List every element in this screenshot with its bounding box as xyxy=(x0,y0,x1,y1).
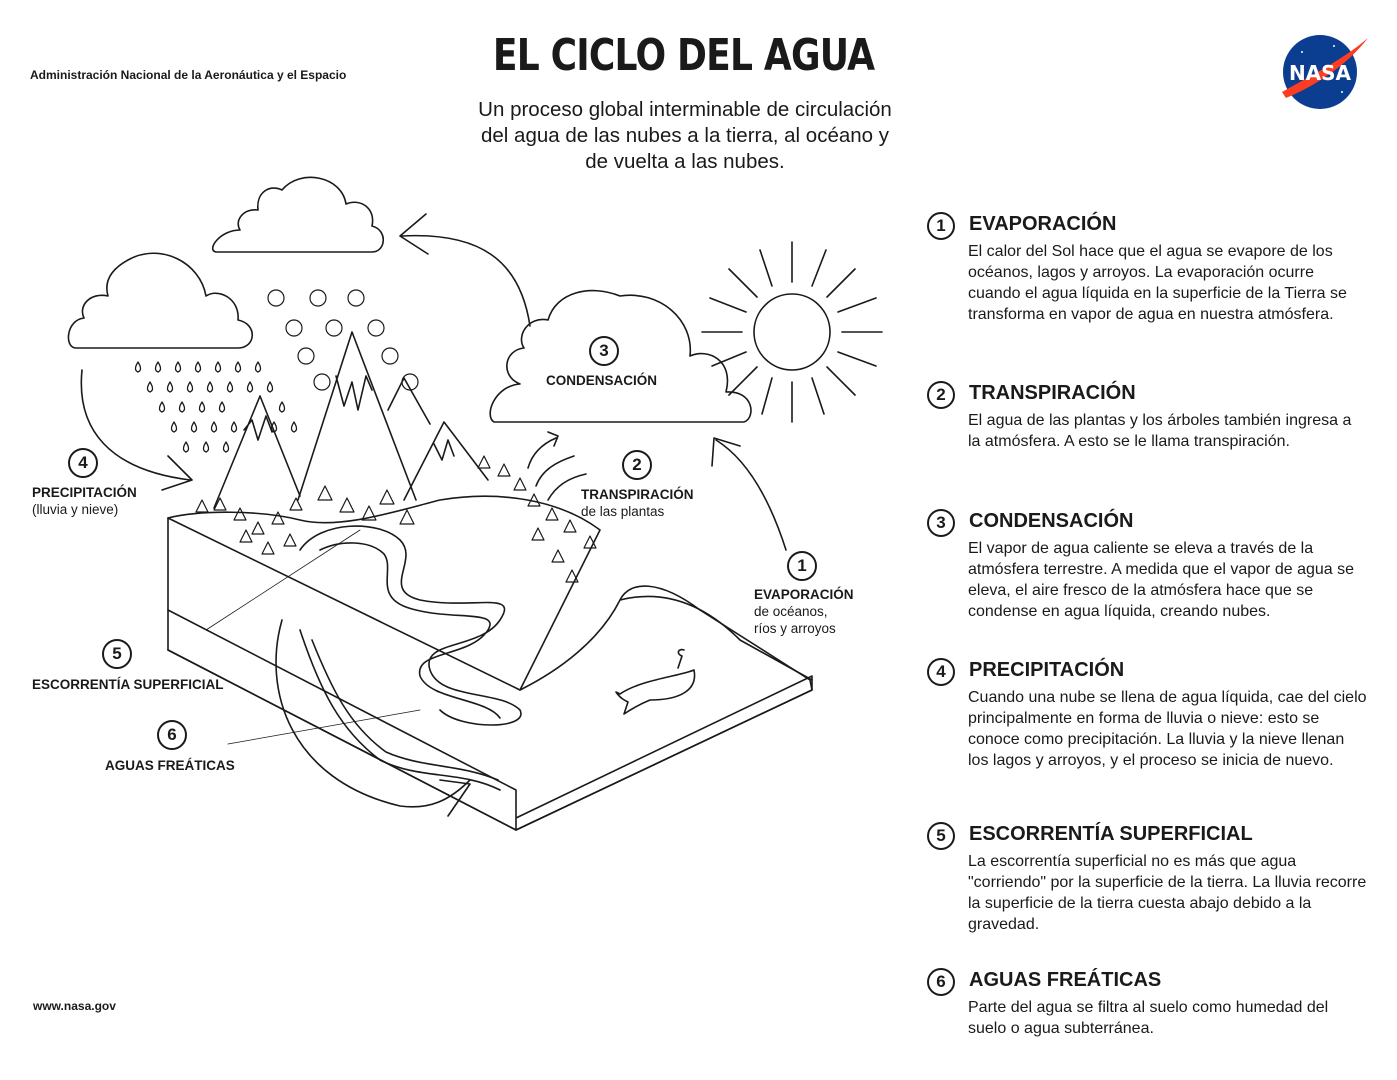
cycle-arrow-left xyxy=(80,369,193,491)
diagram-label-precipitation-title: PRECIPITACIÓN xyxy=(32,485,137,500)
diagram-num-4: 4 xyxy=(68,448,98,478)
mountain-right xyxy=(403,421,489,501)
mountain-center xyxy=(297,331,417,501)
diagram-label-precipitation-sub: (lluvia y nieve) xyxy=(32,502,119,517)
diagram-num-3: 3 xyxy=(589,336,619,366)
water-cycle-diagram xyxy=(67,176,883,831)
page-subtitle: Un proceso global interminable de circul… xyxy=(478,98,892,173)
diagram-num-2: 2 xyxy=(622,450,652,480)
step-text: Cuando una nube se llena de agua líquida… xyxy=(968,689,1367,769)
step-number: 4 xyxy=(927,658,955,686)
step-text: El calor del Sol hace que el agua se eva… xyxy=(968,243,1347,323)
nasa-logo-text: NASA xyxy=(1289,61,1352,85)
diagram-num-6: 6 xyxy=(157,720,187,750)
page-title: EL CICLO DEL AGUA xyxy=(492,30,875,81)
step-number: 6 xyxy=(927,968,955,996)
land-block xyxy=(167,517,813,831)
diagram-label-condensation: CONDENSACIÓN xyxy=(546,373,658,388)
cycle-arrow-top xyxy=(399,213,531,327)
step-title: CONDENSACIÓN xyxy=(969,510,1134,532)
whale-icon xyxy=(615,648,696,715)
snowflakes xyxy=(267,289,419,391)
diagram-label-evaporation-sub-1: de océanos, xyxy=(754,604,828,619)
step-number: 1 xyxy=(927,212,955,240)
groundwater-stream xyxy=(299,629,501,791)
nasa-logo: NASA xyxy=(1282,35,1368,109)
land-block-front xyxy=(167,609,813,831)
step-title: TRANSPIRACIÓN xyxy=(969,382,1136,404)
diagram-label-transpiration-sub: de las plantas xyxy=(581,504,665,519)
step-title: ESCORRENTÍA SUPERFICIAL xyxy=(969,823,1253,845)
snow-cloud xyxy=(211,176,385,253)
diagram-label-evaporation-sub-2: ríos y arroyos xyxy=(754,621,836,636)
condensation-cloud xyxy=(489,289,752,423)
step-title: AGUAS FREÁTICAS xyxy=(969,969,1162,991)
step-text: El vapor de agua caliente se eleva a tra… xyxy=(968,540,1355,620)
footer-url: www.nasa.gov xyxy=(33,999,116,1013)
diagram-label-evaporation: EVAPORACIÓN de océanos, ríos y arroyos xyxy=(754,586,854,637)
diagram-label-transpiration: TRANSPIRACIÓN de las plantas xyxy=(581,486,694,520)
step-text: El agua de las plantas y los árboles tam… xyxy=(968,412,1352,450)
step-title: EVAPORACIÓN xyxy=(969,213,1117,235)
pointer-lines xyxy=(205,529,421,745)
diagram-label-groundwater: AGUAS FREÁTICAS xyxy=(105,758,235,773)
raindrops xyxy=(134,361,298,453)
agency-name: Administración Nacional de la Aeronáutic… xyxy=(30,68,347,82)
land-top-edge xyxy=(167,495,601,691)
diagram-label-precipitation: PRECIPITACIÓN (lluvia y nieve) xyxy=(32,484,137,518)
mountain-left xyxy=(213,395,301,509)
mountain-back xyxy=(387,377,431,425)
diagram-num-5: 5 xyxy=(102,639,132,669)
diagram-label-evaporation-title: EVAPORACIÓN xyxy=(754,587,854,602)
step-text: Parte del agua se filtra al suelo como h… xyxy=(968,999,1329,1037)
step-text: La escorrentía superficial no es más que… xyxy=(968,853,1367,933)
trees xyxy=(195,455,597,583)
river xyxy=(299,525,522,726)
cycle-arrow-right xyxy=(711,437,787,551)
diagram-label-transpiration-title: TRANSPIRACIÓN xyxy=(581,487,694,502)
transpiration-arrows xyxy=(527,431,587,501)
sun-icon xyxy=(701,241,883,423)
diagram-num-1: 1 xyxy=(787,551,817,581)
cycle-arrow-bottom xyxy=(275,619,471,817)
step-number: 2 xyxy=(927,381,955,409)
ocean-surface xyxy=(619,595,813,681)
step-title: PRECIPITACIÓN xyxy=(969,659,1125,681)
step-number: 3 xyxy=(927,509,955,537)
rain-cloud xyxy=(67,252,254,349)
step-number: 5 xyxy=(927,822,955,850)
diagram-label-runoff: ESCORRENTÍA SUPERFICIAL xyxy=(32,677,224,692)
